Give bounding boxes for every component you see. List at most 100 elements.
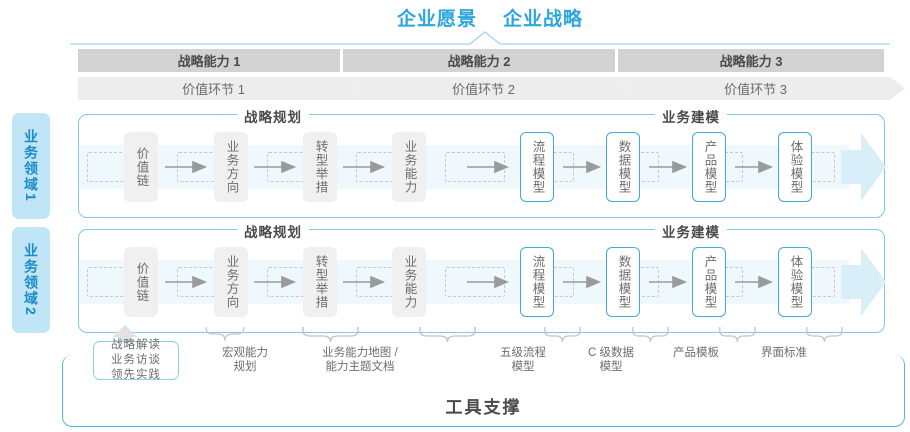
domain-tag-1: 业务领域 1 xyxy=(12,113,50,219)
footer-note-line: 业务能力地图 / xyxy=(322,347,398,359)
node-label: 业务能力 xyxy=(402,140,417,194)
node-process-model-1[interactable]: 流程模型 xyxy=(520,132,554,202)
node-value-chain-1[interactable]: 价值链 xyxy=(124,132,158,202)
capability-label-3: 战略能力 3 xyxy=(719,54,783,69)
node-label: 价值链 xyxy=(134,146,149,188)
footer-note-c-level-data: C 级数据 模型 xyxy=(566,346,656,374)
value-link-label-2: 价值环节 2 xyxy=(452,82,515,97)
flow-arrow-icon xyxy=(563,161,602,173)
domain-row-1: 战略规划 业务建模 价值链 业务方向 转型举措 业务能力 流程模型 数据模型 产… xyxy=(78,106,886,218)
node-label: 体验模型 xyxy=(788,140,803,194)
node-business-direction-1[interactable]: 业务方向 xyxy=(214,132,248,202)
footer-highlight-line-2: 业务访谈 xyxy=(111,354,161,366)
flow-arrow-icon xyxy=(649,276,688,288)
node-label: 转型举措 xyxy=(313,255,328,309)
footer-highlight-line-3: 领先实践 xyxy=(111,369,161,381)
flow-arrow-icon xyxy=(165,161,208,173)
flow-arrow-icon xyxy=(467,161,510,173)
footer-note-line: 模型 xyxy=(511,361,535,373)
phase-legend-modeling-2: 业务建模 xyxy=(655,221,727,241)
footer-note-line: 界面标准 xyxy=(761,347,807,359)
footer-note-interface-standard: 界面标准 xyxy=(739,346,829,360)
domain-number-2: 2 xyxy=(23,307,39,317)
domain-label-1: 业务领域 xyxy=(23,129,39,194)
node-label: 价值链 xyxy=(134,261,149,303)
title-enterprise-strategy: 企业战略 xyxy=(503,9,584,30)
top-title-group: 企业愿景 企业战略 xyxy=(340,4,640,31)
node-label: 流程模型 xyxy=(530,255,545,309)
node-label: 业务方向 xyxy=(224,140,239,194)
flow-arrow-icon xyxy=(254,161,297,173)
flow-arrow-icon xyxy=(165,276,208,288)
band-arrow-head-2 xyxy=(841,248,886,316)
capability-cell-1: 战略能力 1 xyxy=(78,49,340,72)
node-label: 产品模型 xyxy=(702,255,717,309)
value-link-cell-1: 价值环节 1 xyxy=(78,77,361,100)
footer-note-line: 五级流程 xyxy=(500,347,546,359)
capability-label-1: 战略能力 1 xyxy=(177,54,241,69)
value-link-cell-2: 价值环节 2 xyxy=(346,77,631,100)
flow-arrow-icon xyxy=(649,161,688,173)
title-enterprise-vision: 企业愿景 xyxy=(396,9,477,30)
phase-label-modeling-1: 业务建模 xyxy=(662,110,720,125)
domain-label-2: 业务领域 xyxy=(23,243,39,308)
capability-cell-2: 战略能力 2 xyxy=(343,49,615,72)
capability-header-row: 战略能力 1 战略能力 2 战略能力 3 xyxy=(78,49,884,72)
tool-support-frame: 工具支撑 xyxy=(62,355,905,427)
footer-note-line: 模型 xyxy=(599,361,623,373)
node-business-capability-2[interactable]: 业务能力 xyxy=(392,247,426,317)
footer-note-product-template: 产品模板 xyxy=(651,346,741,360)
node-value-chain-2[interactable]: 价值链 xyxy=(124,247,158,317)
node-label: 业务能力 xyxy=(402,255,417,309)
node-experience-model-1[interactable]: 体验模型 xyxy=(778,132,812,202)
node-business-direction-2[interactable]: 业务方向 xyxy=(214,247,248,317)
value-link-cell-3: 价值环节 3 xyxy=(616,77,905,100)
footer-note-line: 规划 xyxy=(233,361,257,373)
band-arrow-head-1 xyxy=(841,133,886,201)
phase-label-modeling-2: 业务建模 xyxy=(662,225,720,240)
footer-note-line: 宏观能力 xyxy=(222,347,268,359)
capability-cell-3: 战略能力 3 xyxy=(618,49,884,72)
flow-arrow-icon xyxy=(735,161,774,173)
node-label: 产品模型 xyxy=(702,140,717,194)
value-link-label-3: 价值环节 3 xyxy=(724,82,787,97)
flow-arrow-icon xyxy=(343,276,386,288)
node-transformation-measure-2[interactable]: 转型举措 xyxy=(303,247,337,317)
node-business-capability-1[interactable]: 业务能力 xyxy=(392,132,426,202)
footer-note-capability-map: 业务能力地图 / 能力主题文档 xyxy=(300,346,420,374)
phase-label-planning-2: 战略规划 xyxy=(244,225,302,240)
flow-arrow-icon xyxy=(254,276,297,288)
footer-note-line: 产品模板 xyxy=(673,347,719,359)
phase-legend-modeling-1: 业务建模 xyxy=(655,106,727,126)
flow-arrow-icon xyxy=(343,161,386,173)
tool-support-title: 工具支撑 xyxy=(445,398,522,417)
node-label: 数据模型 xyxy=(616,140,631,194)
footer-note-line: 能力主题文档 xyxy=(325,361,395,373)
domain-number-1: 1 xyxy=(23,193,39,203)
node-label: 数据模型 xyxy=(616,255,631,309)
flow-arrow-icon xyxy=(735,276,774,288)
node-experience-model-2[interactable]: 体验模型 xyxy=(778,247,812,317)
phase-legend-planning-2: 战略规划 xyxy=(237,221,309,241)
footer-highlight-line-1: 战略解读 xyxy=(111,339,161,351)
node-product-model-1[interactable]: 产品模型 xyxy=(692,132,726,202)
footer-note-line: C 级数据 xyxy=(588,347,634,359)
domain-tag-2: 业务领域 2 xyxy=(12,227,50,333)
top-bracket-connector xyxy=(70,31,890,45)
node-process-model-2[interactable]: 流程模型 xyxy=(520,247,554,317)
node-transformation-measure-1[interactable]: 转型举措 xyxy=(303,132,337,202)
footer-highlight-box[interactable]: 战略解读 业务访谈 领先实践 xyxy=(93,339,179,381)
footer-note-macro-capability: 宏观能力 规划 xyxy=(205,346,285,374)
node-data-model-1[interactable]: 数据模型 xyxy=(606,132,640,202)
node-label: 转型举措 xyxy=(313,140,328,194)
node-product-model-2[interactable]: 产品模型 xyxy=(692,247,726,317)
flow-arrow-icon xyxy=(467,276,510,288)
footer-note-five-level-process: 五级流程 模型 xyxy=(478,346,568,374)
node-data-model-2[interactable]: 数据模型 xyxy=(606,247,640,317)
phase-legend-planning-1: 战略规划 xyxy=(237,106,309,126)
node-label: 体验模型 xyxy=(788,255,803,309)
value-link-label-1: 价值环节 1 xyxy=(182,82,245,97)
domain-row-2: 战略规划 业务建模 价值链 业务方向 转型举措 业务能力 流程模型 数据模型 产… xyxy=(78,221,886,333)
value-link-row: 价值环节 1 价值环节 2 价值环节 3 xyxy=(78,77,905,100)
